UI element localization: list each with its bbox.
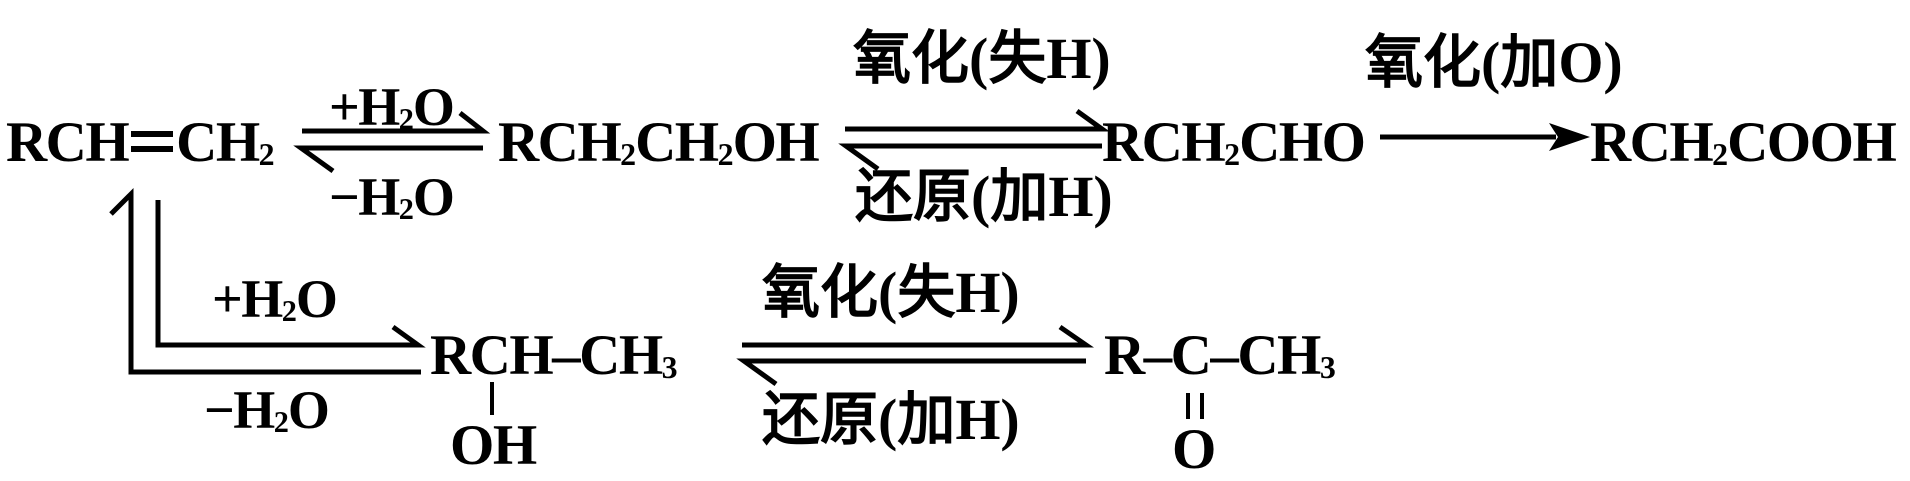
ketone-reduction-reverse-arrow bbox=[736, 358, 1086, 387]
carbonyl-double-bond-right bbox=[1200, 393, 1204, 419]
bottom-dehydration-label: −H2O bbox=[204, 380, 330, 440]
bent-hydration-forward-arrow bbox=[155, 200, 426, 348]
secondary-alcohol-formula: RCH–CH3 bbox=[430, 324, 678, 387]
bottom-oxidation-lose-h-label: 氧化(失H) bbox=[762, 260, 1020, 325]
reduction-reverse-arrow bbox=[838, 143, 1102, 172]
oxidation-add-o-label: 氧化(加O) bbox=[1365, 30, 1623, 95]
dehydration-label: −H2O bbox=[329, 167, 455, 227]
bottom-reduction-add-h-label: 还原(加H) bbox=[762, 387, 1020, 452]
carbonyl-oxygen: O bbox=[1172, 418, 1216, 481]
oxidation-lose-h-label: 氧化(失H) bbox=[853, 26, 1111, 91]
alkene-double-bond bbox=[131, 131, 174, 152]
hydroxyl-single-bond bbox=[490, 382, 494, 415]
subscript: 2 bbox=[258, 137, 275, 173]
dehydration-reverse-arrow bbox=[293, 145, 483, 174]
subscript: 2 bbox=[1224, 137, 1240, 173]
final-oxidation-arrowhead bbox=[1549, 123, 1590, 151]
subscript: 2 bbox=[717, 137, 734, 173]
bent-dehydration-reverse-arrow bbox=[109, 187, 421, 375]
subscript: 2 bbox=[398, 101, 414, 136]
bottom-hydration-label: +H2O bbox=[212, 269, 338, 329]
ketone-oxidation-forward-arrow bbox=[742, 324, 1095, 348]
subscript: 3 bbox=[1319, 350, 1336, 386]
subscript: 3 bbox=[661, 350, 678, 386]
hydration-forward-arrow bbox=[302, 111, 491, 134]
ketone-formula: R–C–CH3 bbox=[1104, 324, 1336, 387]
subscript: 2 bbox=[620, 137, 636, 173]
subscript: 2 bbox=[398, 191, 414, 226]
aldehyde-formula: RCH2CHO bbox=[1102, 111, 1366, 174]
hydration-label: +H2O bbox=[329, 77, 455, 137]
hydroxyl-group: OH bbox=[450, 414, 537, 477]
oxidation-forward-arrow bbox=[845, 108, 1110, 132]
subscript: 2 bbox=[1712, 137, 1728, 173]
subscript: 2 bbox=[281, 293, 297, 328]
primary-alcohol-formula: RCH2CH2OH bbox=[498, 111, 820, 174]
reduction-add-h-label: 还原(加H) bbox=[855, 164, 1113, 229]
subscript: 2 bbox=[273, 404, 289, 439]
carboxylic-acid-formula: RCH2COOH bbox=[1590, 111, 1897, 174]
carbonyl-double-bond-left bbox=[1186, 393, 1190, 419]
